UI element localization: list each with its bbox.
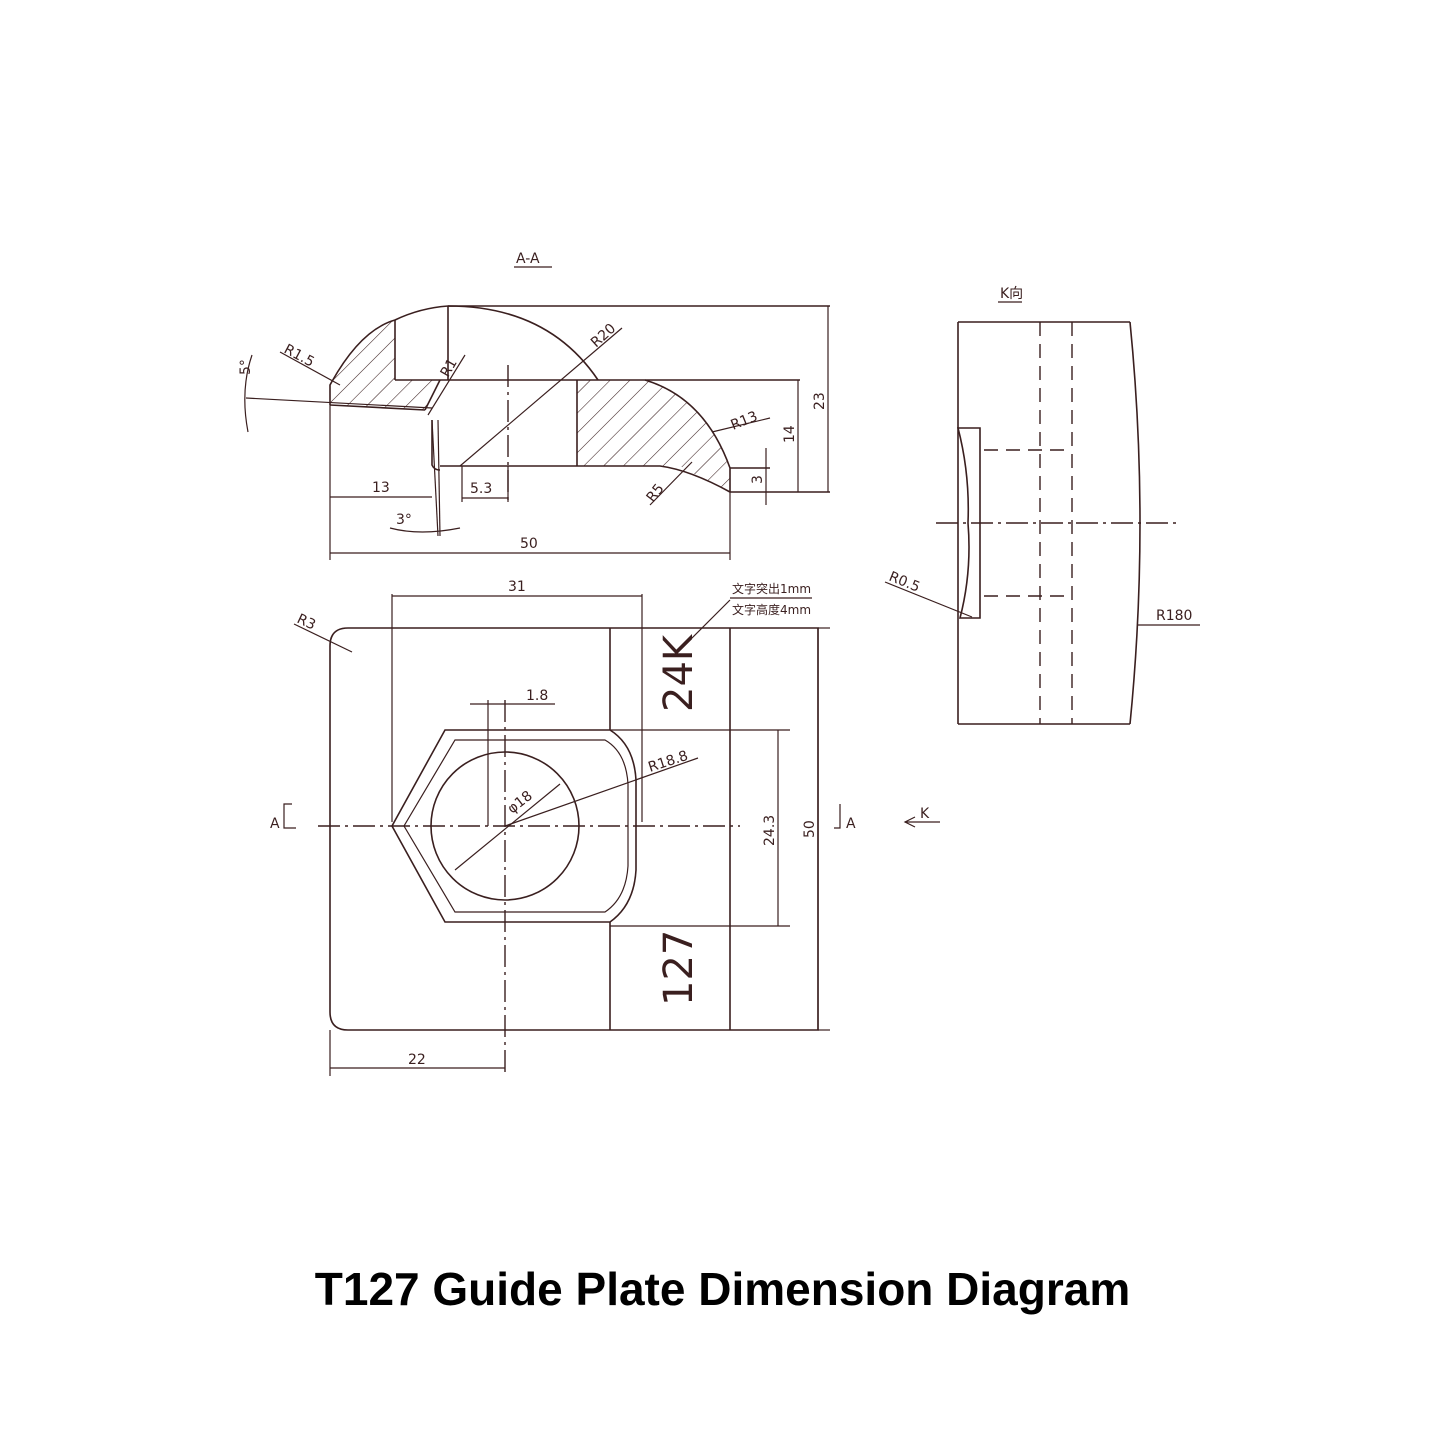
plan-view: 31 R3 1.8 φ18 R18.8 24.3 50 — [270, 579, 940, 1076]
r180-label: R180 — [1156, 608, 1192, 624]
r1-5-label: R1.5 — [281, 341, 317, 370]
r13-label: R13 — [729, 409, 761, 434]
dim-5-3: 5.3 — [470, 481, 492, 497]
dim-23: 23 — [812, 392, 828, 410]
dim-3: 3 — [750, 475, 766, 484]
marking-24k: 24K — [656, 633, 702, 712]
r1-label: R1 — [438, 356, 461, 380]
r3-label: R3 — [294, 611, 318, 633]
note-text-protrusion: 文字突出1mm — [732, 581, 811, 596]
section-view: A-A R20 R1.5 R1 R13 R5 — [238, 251, 830, 560]
dim-50-plan: 50 — [802, 820, 818, 838]
k-view-title: K向 — [1000, 286, 1023, 302]
r20-label: R20 — [588, 321, 619, 351]
k-view: K向 R0.5 R180 — [884, 286, 1200, 725]
r5-label: R5 — [644, 481, 668, 506]
phi18-label: φ18 — [505, 788, 536, 817]
dim-13: 13 — [372, 480, 390, 496]
marking-127: 127 — [656, 930, 702, 1006]
page-title: T127 Guide Plate Dimension Diagram — [314, 1263, 1131, 1315]
section-marker-left: A — [270, 816, 280, 832]
section-marker-right: A — [846, 816, 856, 832]
dim-1-8: 1.8 — [526, 688, 548, 704]
angle-5-label: 5° — [238, 359, 254, 375]
r18-8-label: R18.8 — [646, 748, 690, 776]
dim-14: 14 — [782, 425, 798, 443]
angle-3-label: 3° — [396, 512, 412, 528]
dim-22: 22 — [408, 1052, 426, 1068]
dim-50-section: 50 — [520, 536, 538, 552]
dim-31: 31 — [508, 579, 526, 595]
note-text-height: 文字高度4mm — [732, 602, 811, 617]
section-title: A-A — [516, 251, 540, 267]
r0-5-label: R0.5 — [887, 569, 923, 596]
view-arrow-k: K — [920, 806, 930, 822]
dim-24-3: 24.3 — [762, 815, 778, 846]
